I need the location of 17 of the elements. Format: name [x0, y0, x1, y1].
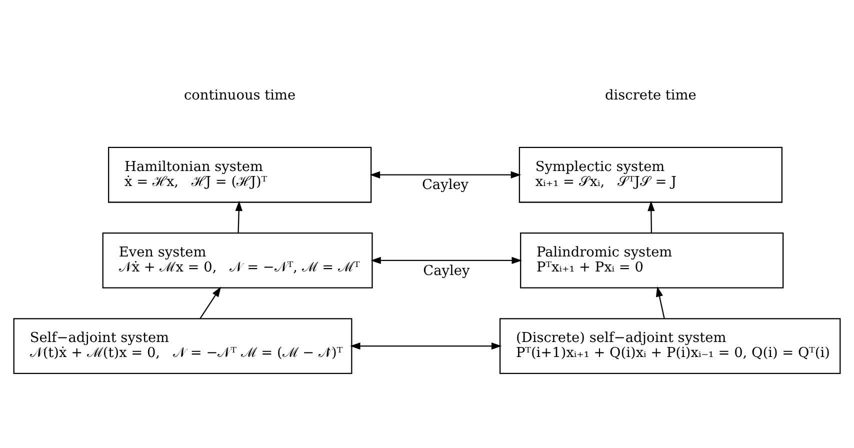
arrow — [648, 200, 655, 232]
edge-label: Cayley — [422, 176, 469, 193]
arrow — [350, 342, 502, 350]
node-box: Self−adjoint system 𝒩(t)ẋ + ℳ(t)x = 0, 𝒩 = −𝒩ᵀ ℳ = (ℳ − 𝒩̇)ᵀ — [13, 318, 352, 374]
edge-label: Cayley — [423, 262, 470, 278]
node-box: Symplectic system xᵢ₊₁ = 𝒮xᵢ, 𝒮ᵀJ𝒮 = J — [518, 146, 782, 202]
arrow — [370, 256, 522, 264]
arrow — [235, 200, 242, 232]
label: discrete time — [604, 87, 696, 104]
arrow — [656, 286, 665, 318]
node-box: Even system 𝒩ẋ + ℳx = 0, 𝒩 = −𝒩ᵀ, ℳ = ℳᵀ — [102, 232, 373, 288]
node-box: (Discrete) self−adjoint system Pᵀ(i+1)xᵢ₊₁ + Q(i)xᵢ + P(i)xᵢ₋₁ = 0, Q(i) = Qᵀ(i) — [499, 318, 841, 374]
node-box: Palindromic system Pᵀxᵢ₊₁ + Pxᵢ = 0 — [520, 232, 784, 288]
label: continuous time — [184, 87, 296, 104]
node-box: Hamiltonian system ẋ = ℋx, ℋJ = (ℋJ)ᵀ — [108, 146, 372, 202]
arrow — [370, 170, 522, 178]
arrow — [200, 286, 222, 318]
